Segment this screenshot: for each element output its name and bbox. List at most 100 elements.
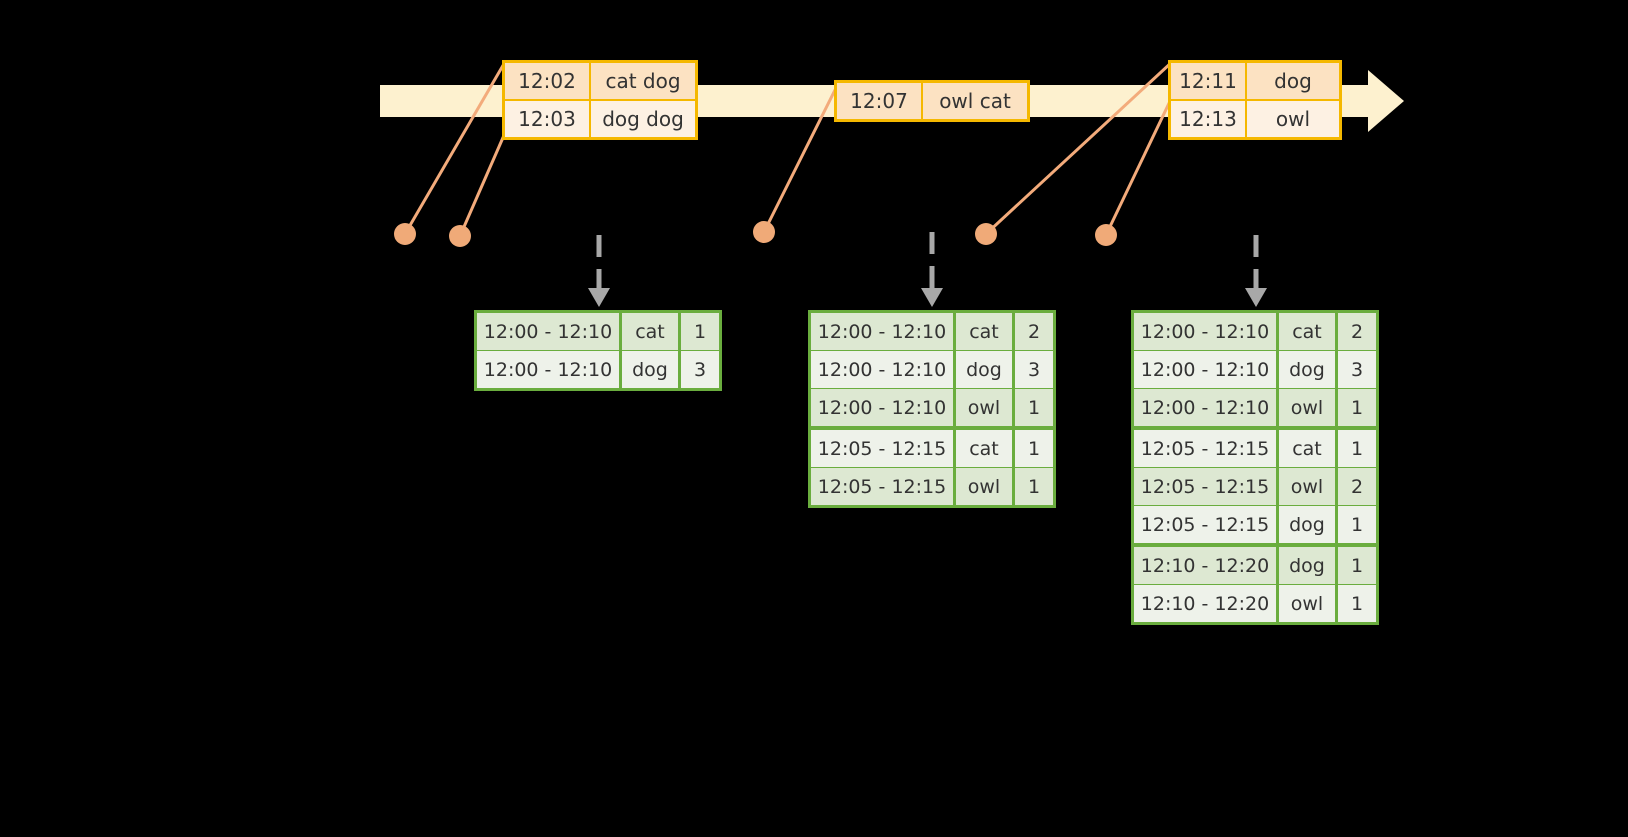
dashed-arrow-2 — [921, 232, 943, 307]
event-words: dog — [1247, 63, 1339, 99]
event-row: 12:03 dog dog — [505, 99, 695, 137]
count-cell: 1 — [1350, 513, 1364, 536]
word-cell: dog — [632, 358, 668, 381]
table-row: 12:00 - 12:10 dog 3 — [477, 351, 719, 388]
dashed-arrow-1 — [588, 235, 610, 307]
word-cell: dog — [966, 358, 1002, 381]
table-row: 12:05 - 12:15 cat 1 — [811, 430, 1053, 467]
column-divider — [1335, 313, 1338, 350]
event-dot-4 — [975, 223, 997, 245]
column-divider — [1276, 313, 1279, 350]
column-divider — [1335, 585, 1338, 622]
column-divider — [1276, 351, 1279, 388]
window-cell: 12:00 - 12:10 — [483, 320, 613, 343]
table-row: 12:00 - 12:10 owl 1 — [1134, 389, 1376, 426]
window-cell: 12:05 - 12:15 — [817, 475, 947, 498]
event-dot-3 — [753, 221, 775, 243]
event-dot-5 — [1095, 224, 1117, 246]
table-row: 12:00 - 12:10 owl 1 — [811, 389, 1053, 426]
column-divider — [953, 389, 956, 426]
event-row: 12:02 cat dog — [505, 63, 695, 99]
event-words: owl cat — [923, 83, 1027, 119]
column-divider — [619, 351, 622, 388]
word-cell: dog — [1289, 554, 1325, 577]
word-cell: cat — [969, 320, 999, 343]
window-cell: 12:00 - 12:10 — [1140, 396, 1270, 419]
count-cell: 1 — [1027, 396, 1041, 419]
window-cell: 12:05 - 12:15 — [817, 437, 947, 460]
column-divider — [1276, 430, 1279, 467]
count-cell: 1 — [1350, 592, 1364, 615]
event-row: 12:11 dog — [1171, 63, 1339, 99]
dashed-arrow-3 — [1245, 235, 1267, 307]
word-cell: dog — [1289, 513, 1325, 536]
window-cell: 12:10 - 12:20 — [1140, 592, 1270, 615]
table-row: 12:05 - 12:15 owl 1 — [811, 468, 1053, 505]
column-divider — [1335, 351, 1338, 388]
window-cell: 12:05 - 12:15 — [1140, 437, 1270, 460]
column-divider — [1276, 585, 1279, 622]
event-row: 12:13 owl — [1171, 99, 1339, 137]
count-cell: 1 — [1350, 437, 1364, 460]
column-divider — [953, 313, 956, 350]
count-cell: 3 — [1027, 358, 1041, 381]
count-cell: 2 — [1350, 475, 1364, 498]
count-cell: 1 — [1027, 475, 1041, 498]
window-cell: 12:05 - 12:15 — [1140, 513, 1270, 536]
event-dot-1 — [394, 223, 416, 245]
count-cell: 2 — [1350, 320, 1364, 343]
column-divider — [1012, 389, 1015, 426]
column-divider — [1335, 506, 1338, 543]
count-cell: 1 — [1350, 554, 1364, 577]
window-cell: 12:00 - 12:10 — [817, 396, 947, 419]
event-box-2: 12:07 owl cat — [834, 80, 1030, 122]
event-words: owl — [1247, 101, 1339, 137]
word-cell: owl — [967, 396, 1001, 419]
window-cell: 12:05 - 12:15 — [1140, 475, 1270, 498]
event-box-3: 12:11 dog 12:13 owl — [1168, 60, 1342, 140]
event-time: 12:03 — [505, 101, 591, 137]
event-time: 12:02 — [505, 63, 591, 99]
column-divider — [1335, 430, 1338, 467]
column-divider — [1276, 547, 1279, 584]
window-cell: 12:00 - 12:10 — [817, 320, 947, 343]
window-cell: 12:00 - 12:10 — [817, 358, 947, 381]
column-divider — [678, 313, 681, 350]
event-box-1: 12:02 cat dog 12:03 dog dog — [502, 60, 698, 140]
table-row: 12:05 - 12:15 cat 1 — [1134, 430, 1376, 467]
word-cell: cat — [1292, 320, 1322, 343]
count-cell: 1 — [1350, 396, 1364, 419]
event-words: dog dog — [591, 101, 695, 137]
count-cell: 3 — [693, 358, 707, 381]
column-divider — [1276, 389, 1279, 426]
leader-line-5 — [1104, 96, 1174, 236]
word-cell: cat — [969, 437, 999, 460]
window-cell: 12:00 - 12:10 — [483, 358, 613, 381]
event-dot-2 — [449, 225, 471, 247]
column-divider — [1335, 468, 1338, 505]
window-cell: 12:00 - 12:10 — [1140, 358, 1270, 381]
table-row: 12:05 - 12:15 dog 1 — [1134, 506, 1376, 543]
count-cell: 1 — [1027, 437, 1041, 460]
column-divider — [1276, 468, 1279, 505]
word-cell: owl — [1290, 475, 1324, 498]
window-cell: 12:00 - 12:10 — [1140, 320, 1270, 343]
event-words: cat dog — [591, 63, 695, 99]
table-row: 12:00 - 12:10 dog 3 — [811, 351, 1053, 388]
word-cell: owl — [1290, 396, 1324, 419]
word-cell: cat — [1292, 437, 1322, 460]
column-divider — [619, 313, 622, 350]
count-cell: 1 — [693, 320, 707, 343]
word-cell: owl — [967, 475, 1001, 498]
timeline-arrowhead-icon — [1368, 70, 1404, 132]
count-cell: 3 — [1350, 358, 1364, 381]
event-time: 12:13 — [1171, 101, 1247, 137]
event-row: 12:07 owl cat — [837, 83, 1027, 119]
